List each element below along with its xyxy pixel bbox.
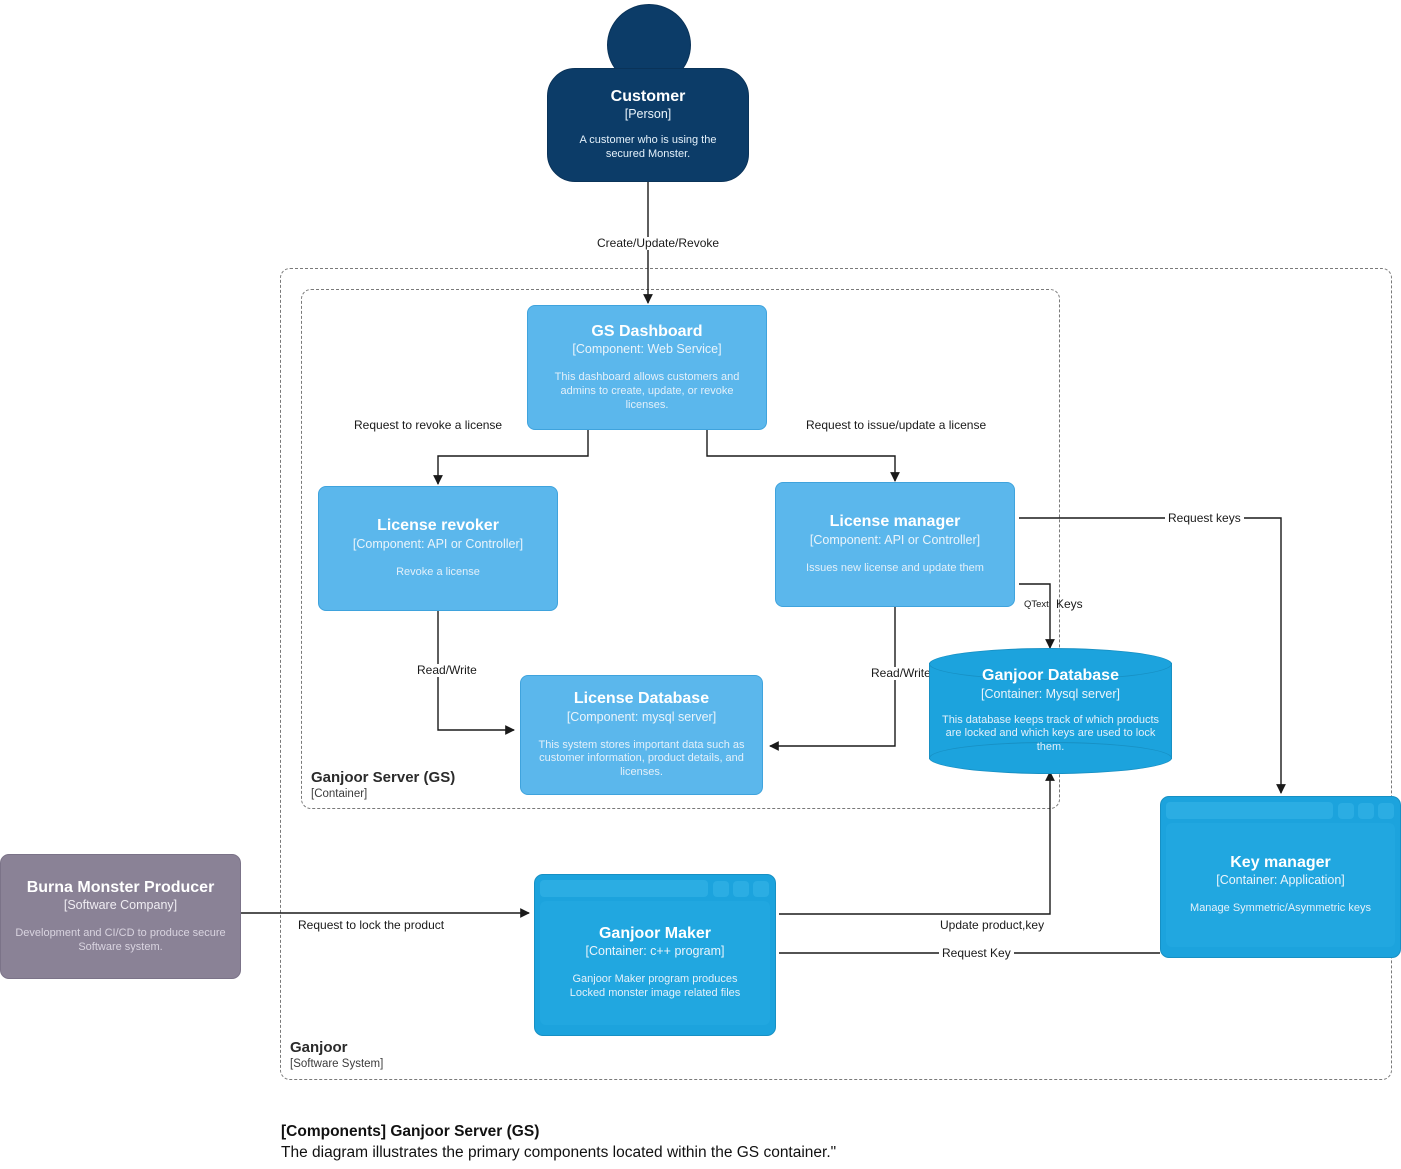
burna-monster-producer-title: Burna Monster Producer [26, 878, 215, 896]
edge-label-create-update-revoke: Create/Update/Revoke [594, 236, 723, 251]
key-manager-title: Key manager [1230, 853, 1331, 871]
license-database-title: License Database [573, 690, 710, 708]
ganjoor-database-cylinder-top [929, 648, 1172, 680]
caption-description: The diagram illustrates the primary comp… [281, 1143, 837, 1161]
edge-label-qtext: QText [1024, 599, 1049, 610]
ganjoor-maker-title: Ganjoor Maker [598, 925, 712, 943]
license-revoker-desc: Revoke a license [396, 565, 480, 578]
window-dot-icon [1378, 802, 1394, 819]
license-database-desc: This system stores important data such a… [538, 738, 745, 779]
key-manager-titlebar-fill [1166, 802, 1333, 819]
key-manager-content: Key manager [Container: Application] Man… [1166, 823, 1395, 947]
node-ganjoor-maker[interactable]: Ganjoor Maker [Container: c++ program] G… [534, 874, 776, 1036]
boundary-ganjoor-software-system [280, 268, 1392, 1080]
window-dot-icon [1338, 802, 1354, 819]
burna-monster-producer-desc: Development and CI/CD to produce secure … [15, 926, 226, 953]
edge-label-keys: Keys [1056, 597, 1083, 611]
customer-tech: [Person] [624, 107, 672, 122]
boundary-ganjoor-server-tech: [Container] [311, 788, 368, 801]
window-dot-icon [1358, 802, 1374, 819]
edge-label-update-product-key: Update product,key [937, 918, 1048, 933]
edge-label-request-issue-update: Request to issue/update a license [803, 418, 990, 433]
node-burna-monster-producer[interactable]: Burna Monster Producer [Software Company… [0, 854, 241, 979]
diagram-caption: [Components] Ganjoor Server (GS) The dia… [281, 1122, 1181, 1164]
ganjoor-database-cylinder-bottom [929, 742, 1172, 774]
license-revoker-title: License revoker [377, 517, 499, 535]
node-ganjoor-database[interactable]: Ganjoor Database [Container: Mysql serve… [929, 648, 1172, 774]
boundary-ganjoor-tech: [Software System] [290, 1058, 384, 1071]
node-license-revoker[interactable]: License revoker [Component: API or Contr… [318, 486, 558, 611]
key-manager-desc: Manage Symmetric/Asymmetric keys [1190, 902, 1371, 915]
node-gs-dashboard[interactable]: GS Dashboard [Component: Web Service] Th… [527, 305, 767, 430]
boundary-ganjoor-label: Ganjoor [Software System] [290, 1039, 383, 1071]
ganjoor-database-content: Ganjoor Database [Container: Mysql serve… [930, 663, 1171, 759]
caption-title: [Components] Ganjoor Server (GS) [281, 1123, 540, 1140]
license-manager-title: License manager [829, 513, 961, 531]
ganjoor-database-title: Ganjoor Database [982, 667, 1119, 685]
boundary-ganjoor-server-title: Ganjoor Server (GS) [311, 769, 456, 786]
window-dot-icon [713, 880, 729, 897]
key-manager-window-titlebar [1166, 802, 1395, 819]
node-license-manager[interactable]: License manager [Component: API or Contr… [775, 482, 1015, 607]
ganjoor-database-tech: [Container: Mysql server] [981, 686, 1120, 701]
license-manager-desc: Issues new license and update them [806, 561, 984, 574]
edge-label-revoker-readwrite: Read/Write [414, 663, 480, 678]
gs-dashboard-desc: This dashboard allows customers and admi… [554, 371, 740, 411]
ganjoor-maker-titlebar-fill [540, 880, 708, 897]
edge-label-request-keys: Request keys [1165, 511, 1244, 526]
node-license-database[interactable]: License Database [Component: mysql serve… [520, 675, 763, 795]
license-database-tech: [Component: mysql server] [566, 709, 717, 724]
burna-monster-producer-tech: [Software Company] [63, 897, 178, 912]
license-manager-tech: [Component: API or Controller] [809, 532, 981, 547]
edge-label-request-lock-product: Request to lock the product [295, 918, 448, 933]
boundary-ganjoor-server-label: Ganjoor Server (GS) [Container] [311, 769, 455, 801]
customer-desc: A customer who is using the secured Mons… [579, 134, 717, 161]
window-dot-icon [733, 880, 749, 897]
gs-dashboard-tech: [Component: Web Service] [572, 342, 722, 357]
node-key-manager[interactable]: Key manager [Container: Application] Man… [1160, 796, 1401, 958]
ganjoor-maker-content: Ganjoor Maker [Container: c++ program] G… [540, 901, 770, 1025]
edge-label-request-key: Request Key [939, 946, 1014, 961]
window-dot-icon [753, 880, 769, 897]
ganjoor-maker-tech: [Container: c++ program] [585, 944, 725, 959]
edge-label-manager-readwrite: Read/Write [868, 666, 934, 681]
gs-dashboard-title: GS Dashboard [591, 322, 703, 340]
license-revoker-tech: [Component: API or Controller] [352, 536, 524, 551]
customer-title: Customer [610, 88, 686, 106]
boundary-ganjoor-title: Ganjoor [290, 1039, 348, 1056]
ganjoor-maker-desc: Ganjoor Maker program produces Locked mo… [569, 973, 741, 1000]
ganjoor-database-desc: This database keeps track of which produ… [941, 713, 1160, 754]
node-customer[interactable]: Customer [Person] A customer who is usin… [547, 68, 749, 182]
edge-label-request-revoke: Request to revoke a license [351, 418, 506, 433]
ganjoor-maker-window-titlebar [540, 880, 770, 897]
key-manager-tech: [Container: Application] [1216, 873, 1345, 888]
